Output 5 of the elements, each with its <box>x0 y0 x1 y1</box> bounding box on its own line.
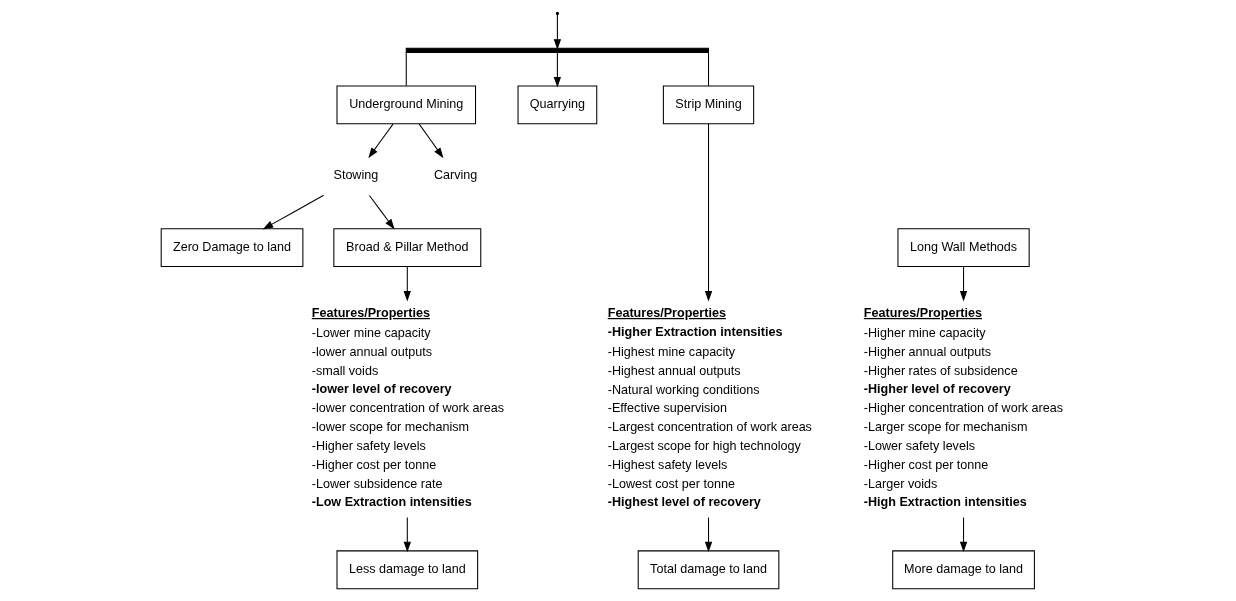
node-text: Features/Properties -Higher Extraction intensities -Highest mine capacity -Highest annual outputs -Natural working conditions -Effective supervision -Largest concentration of work areas -Largest scope for high technology -Highest safety levels -Lowest cost per tonne -Highest level of recovery <box>607 305 812 509</box>
node-text: Features/Properties -Higher mine capacity -Higher annual outputs -Higher rates of subsidence -Higher level of recovery -Higher concentration of work areas -Larger scope for mechanism -Lower safety levels -Higher cost per tonne -Larger voids -High Extraction intensities <box>863 305 1064 509</box>
node-text: Stowing <box>333 168 379 183</box>
node-text: Features/Properties -Lower mine capacity -lower annual outputs -small voids -lower level of recovery -lower concentration of work areas -lower scope for mechanism -Higher safety levels -Higher cost per tonne -Lower subsidence rate -Low Extraction intensities <box>311 305 505 509</box>
node-text: Carving <box>433 168 478 183</box>
